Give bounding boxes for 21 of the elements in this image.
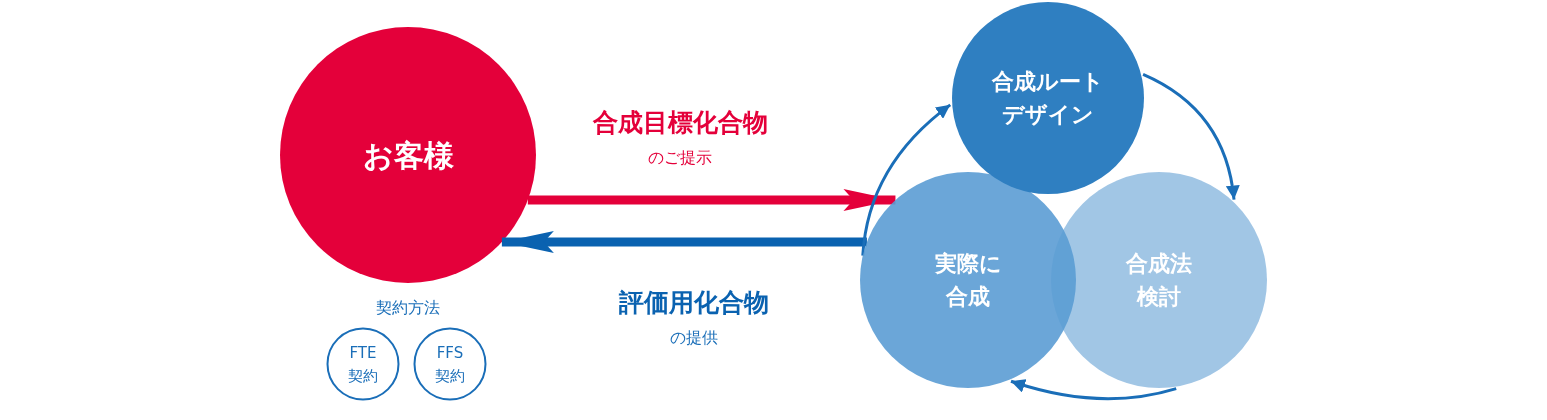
arrow xyxy=(1010,378,1177,401)
node-label: FFS 契約 xyxy=(434,342,466,386)
sub-label: の提供 xyxy=(670,327,718,349)
contract-circle xyxy=(413,327,487,401)
edge-label: 合成目標化合物 xyxy=(592,106,768,139)
arrow xyxy=(861,103,952,256)
contract-circle xyxy=(326,327,400,401)
node-label: お客様 xyxy=(361,136,455,175)
heading-label: 契約方法 xyxy=(376,297,440,319)
sub-label: のご提示 xyxy=(648,147,712,169)
circle xyxy=(280,27,536,283)
node-label: 合成ルートデザイン xyxy=(991,68,1105,129)
node-label: 実際に合成 xyxy=(933,250,1003,311)
arrow xyxy=(1142,72,1240,200)
circle xyxy=(860,172,1076,388)
node-label: 合成法検討 xyxy=(1125,250,1193,311)
edge-label: 評価用化合物 xyxy=(619,286,769,319)
arrow xyxy=(501,231,867,253)
circle xyxy=(952,2,1144,194)
node-label: FTE 契約 xyxy=(347,342,379,386)
arrow xyxy=(527,189,896,211)
